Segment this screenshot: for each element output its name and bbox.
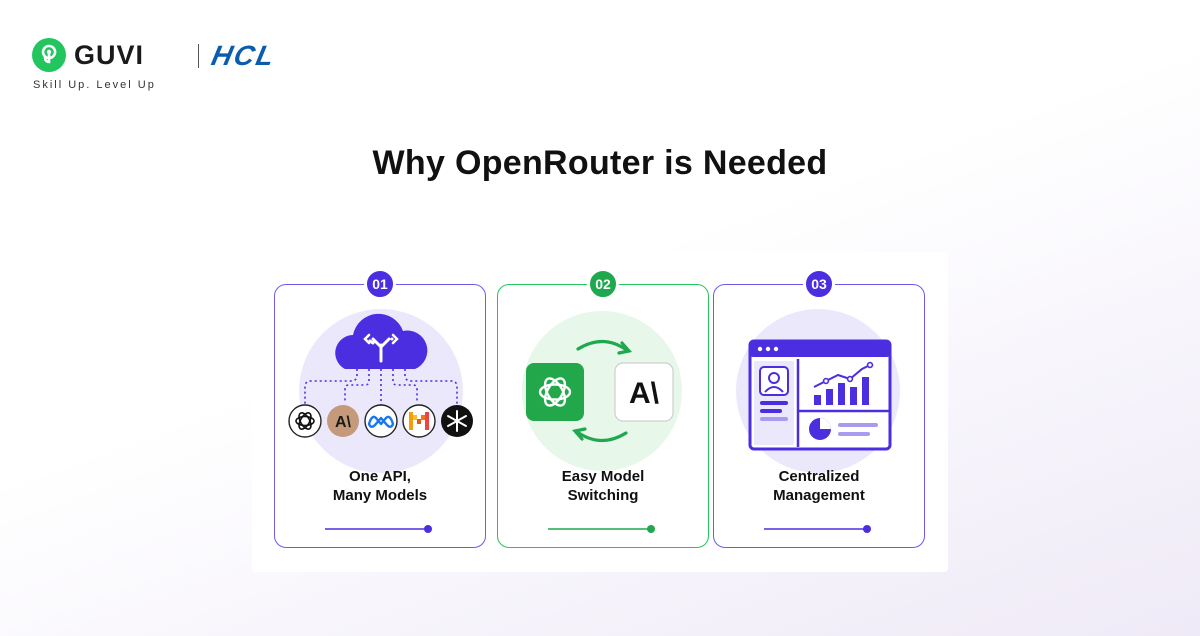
card-one-api: 01	[274, 268, 486, 548]
card-progress-line	[325, 525, 432, 533]
cloud-icon	[335, 313, 428, 369]
anthropic-icon: A\	[327, 405, 359, 437]
anthropic-large-label: A\	[629, 377, 660, 410]
card-title: Easy Model Switching	[498, 467, 708, 505]
brand-logo: GUVI HCL Skill Up. Level Up	[32, 38, 332, 98]
guvi-logo-icon	[32, 38, 66, 72]
brand-divider	[198, 44, 199, 68]
brand-tagline: Skill Up. Level Up	[33, 79, 156, 91]
card-easy-switching: 02 A\	[497, 268, 709, 548]
cards-panel: 01	[252, 252, 948, 572]
switch-arrows-icon	[571, 339, 633, 443]
one-api-illustration: A\	[288, 309, 473, 473]
switching-illustration: A\	[522, 311, 682, 471]
anthropic-icon: A\	[614, 362, 674, 422]
card-title-line1: Centralized	[778, 468, 860, 485]
card-title-line2: Many Models	[332, 487, 428, 504]
card-progress-line	[764, 525, 871, 533]
card-title: One API, Many Models	[275, 467, 485, 505]
card-title-line2: Management	[773, 487, 865, 504]
meta-icon	[364, 404, 398, 438]
pie-chart-icon	[809, 418, 878, 440]
user-profile-icon	[759, 366, 789, 421]
card-number-badge: 01	[364, 268, 396, 300]
mistral-icon	[402, 404, 436, 438]
hcl-wordmark: HCL	[208, 40, 279, 71]
page-title: Why OpenRouter is Needed	[372, 144, 828, 182]
card-centralized-management: 03	[713, 268, 925, 548]
anthropic-small-label: A\	[335, 414, 352, 431]
perplexity-icon	[441, 405, 473, 437]
bar-chart-icon	[813, 361, 874, 405]
card-number-badge: 02	[587, 268, 619, 300]
card-progress-line	[548, 525, 655, 533]
card-number-badge: 03	[803, 268, 835, 300]
openai-icon	[288, 404, 322, 438]
card-title-line2: Switching	[567, 487, 639, 504]
guvi-wordmark: GUVI	[74, 40, 145, 70]
card-title-line1: Easy Model	[561, 468, 645, 485]
card-title-line1: One API,	[349, 468, 411, 485]
card-title: Centralized Management	[714, 467, 924, 505]
management-illustration	[736, 309, 900, 473]
openai-icon	[526, 363, 584, 421]
